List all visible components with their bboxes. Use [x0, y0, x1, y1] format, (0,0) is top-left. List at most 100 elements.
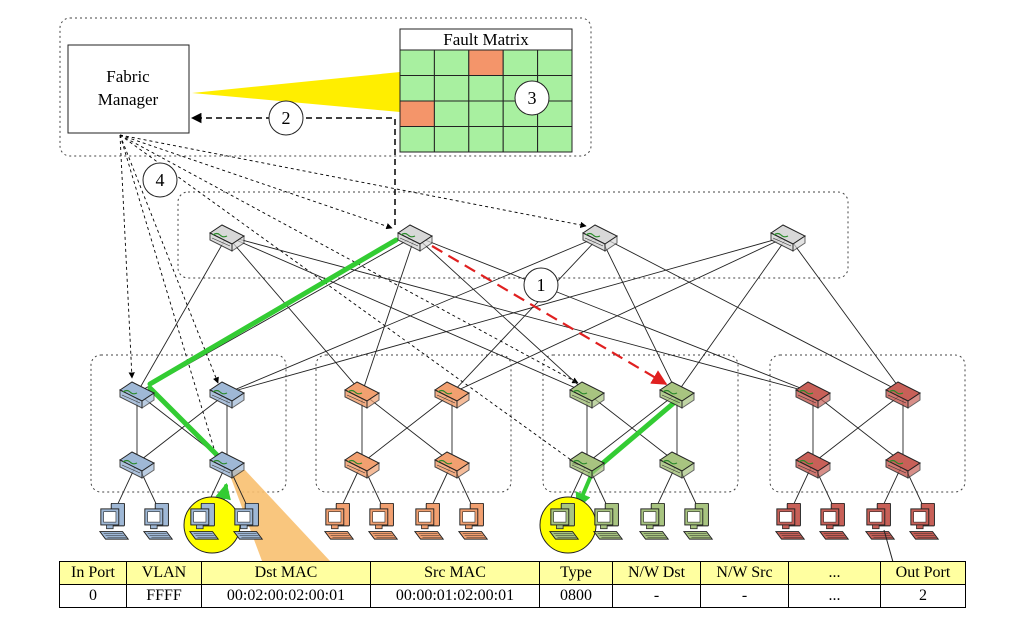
fabric-manager-box: [67, 44, 190, 134]
pod-region-2: [315, 354, 512, 493]
fault-matrix-cell: [399, 75, 435, 102]
flow-table-header: N/W Dst: [612, 561, 701, 585]
core-switch: [770, 224, 806, 252]
fabric-link: [414, 235, 588, 394]
edge-switch: [659, 451, 695, 479]
host-computer-icon: [639, 503, 669, 540]
edge-switch: [119, 451, 155, 479]
fault-matrix-cell: [399, 49, 435, 76]
aggregation-switch: [659, 381, 695, 409]
out-port-connector: [883, 529, 894, 563]
edge-switch: [569, 451, 605, 479]
host-computer-icon: [324, 503, 354, 540]
fabric-link: [451, 235, 601, 394]
host-computer-icon: [143, 503, 173, 540]
flow-table-cell: ...: [788, 584, 881, 608]
host-computer-icon: [549, 503, 579, 540]
reroute-path: [147, 237, 685, 522]
fault-matrix-cell-faulty: [468, 49, 504, 76]
edge-switch: [795, 451, 831, 479]
aggregation-switch: [344, 381, 380, 409]
aggregation-switch: [569, 381, 605, 409]
fabric-links: [114, 235, 926, 511]
fabric-link: [226, 235, 601, 394]
aggregation-switch: [885, 381, 921, 409]
fault-matrix-cell: [502, 49, 539, 76]
fault-matrix-cell: [433, 49, 470, 76]
flow-table-row: 0 FFFF 00:02:00:02:00:01 00:00:01:02:00:…: [59, 584, 966, 608]
pod-region-1: [90, 354, 287, 493]
core-layer-region: [177, 191, 849, 279]
fabric-link: [226, 235, 814, 394]
core-switch: [209, 224, 245, 252]
flow-table-cell: FFFF: [126, 584, 202, 608]
control-arrows: [119, 134, 587, 466]
host-computer-icon: [593, 503, 623, 540]
host-computer-icon: [233, 503, 263, 540]
flow-table-header: Dst MAC: [201, 561, 371, 585]
fabric-link: [414, 235, 814, 394]
fault-matrix-title: Fault Matrix: [443, 30, 529, 49]
fabric-link: [361, 392, 453, 464]
fault-matrix-cell: [537, 49, 573, 76]
fault-matrix-cell: [468, 75, 504, 102]
fabric-link: [361, 235, 416, 394]
pod-region-4: [769, 354, 966, 493]
switches: [119, 224, 921, 479]
flow-table-cell: 00:00:01:02:00:01: [370, 584, 540, 608]
step-3-label: 3: [528, 88, 537, 108]
flow-table-header: N/W Src: [700, 561, 789, 585]
edge-switch: [434, 451, 470, 479]
fabric-link: [226, 235, 789, 394]
host-computer-icon: [909, 503, 939, 540]
flow-table-header: VLAN: [126, 561, 202, 585]
flow-table-cell: 2: [880, 584, 966, 608]
fault-matrix-cell: [468, 126, 504, 153]
fabric-link: [787, 235, 904, 394]
flow-table-cell: 0: [59, 584, 127, 608]
fault-matrix-cell: [433, 126, 470, 153]
edge-switch: [209, 451, 245, 479]
fault-report-path: [190, 112, 396, 225]
fabric-link: [812, 392, 904, 464]
fault-matrix-cell: [537, 126, 573, 153]
pod-region-3: [542, 354, 739, 493]
flow-table-header: Out Port: [880, 561, 966, 585]
fault-matrix-cell: [399, 126, 435, 153]
aggregation-switch: [119, 381, 155, 409]
edge-switch: [885, 451, 921, 479]
flow-table-header-row: In Port VLAN Dst MAC Src MAC Type N/W Ds…: [59, 561, 966, 585]
core-switch: [582, 224, 618, 252]
flow-table-cell: 00:02:00:02:00:01: [201, 584, 371, 608]
fault-matrix-beam: [192, 72, 400, 112]
flow-table-cell: -: [700, 584, 789, 608]
step-3-circle: [514, 80, 550, 116]
fault-matrix-cell: [468, 100, 504, 127]
flow-table-cell: -: [612, 584, 701, 608]
host-computer-icon: [775, 503, 805, 540]
fabric-link: [599, 235, 904, 394]
fabric-link: [586, 392, 678, 464]
host-computer-icon: [189, 503, 219, 540]
step-2-circle: [268, 100, 304, 136]
flow-table-header: Src MAC: [370, 561, 540, 585]
failed-link: [431, 245, 668, 385]
fault-matrix-cell: [433, 100, 470, 127]
fabric-link: [136, 392, 228, 464]
step-4-label: 4: [156, 170, 165, 190]
host-computer-icon: [458, 503, 488, 540]
fabric-manager-label-line1: Fabric: [106, 67, 150, 86]
aggregation-switch: [795, 381, 831, 409]
fabric-link: [599, 235, 678, 394]
fabric-link: [451, 235, 789, 394]
fabric-link: [226, 235, 363, 394]
host-computer-icon: [865, 503, 895, 540]
core-switch: [397, 224, 433, 252]
fabric-link: [226, 235, 588, 394]
host-computer-icon: [99, 503, 129, 540]
host-computer-icon: [414, 503, 444, 540]
fabric-manager-label-line2: Manager: [98, 90, 159, 109]
flow-table-header: Type: [539, 561, 613, 585]
host-computer-icon: [819, 503, 849, 540]
host-computer-icon: [683, 503, 713, 540]
